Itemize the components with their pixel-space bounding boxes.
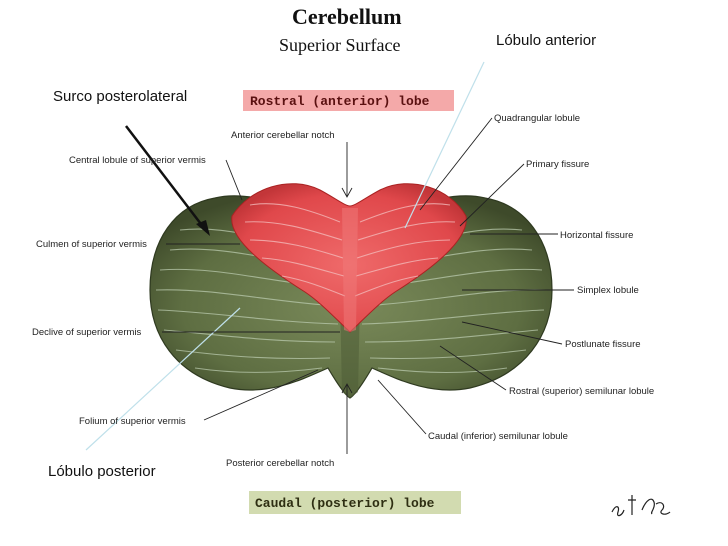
rostral-lobe-box-label: Rostral (anterior) lobe — [250, 94, 430, 109]
label-posterior-notch: Posterior cerebellar notch — [226, 458, 334, 469]
anterior-notch-arrow — [341, 142, 353, 198]
label-rostral-semilunar: Rostral (superior) semilunar lobule — [509, 386, 654, 397]
posterior-notch-arrow — [341, 383, 353, 454]
groove-arrow — [125, 125, 210, 236]
label-primary-fissure: Primary fissure — [526, 159, 589, 170]
label-declive: Declive of superior vermis — [32, 327, 142, 338]
label-lobulo-posterior: Lóbulo posterior — [48, 463, 156, 480]
label-simplex: Simplex lobule — [577, 285, 639, 296]
label-central-lobule: Central lobule of superior vermis — [69, 155, 206, 166]
label-anterior-notch: Anterior cerebellar notch — [231, 130, 335, 141]
label-quadrangular: Quadrangular lobule — [494, 113, 580, 124]
pointer-line-anterior — [404, 61, 485, 229]
label-lobulo-anterior: Lóbulo anterior — [496, 32, 596, 49]
label-horizontal-fissure: Horizontal fissure — [560, 230, 633, 241]
label-surco-posterolateral: Surco posterolateral — [53, 88, 187, 105]
rostral-lobe-box — [243, 90, 454, 111]
caudal-lobe-box-label: Caudal (posterior) lobe — [255, 496, 435, 511]
label-postlunate: Postlunate fissure — [565, 339, 641, 350]
label-caudal-semilunar: Caudal (inferior) semilunar lobule — [428, 431, 568, 442]
diagram-subtitle: Superior Surface — [279, 35, 400, 55]
label-culmen: Culmen of superior vermis — [36, 239, 147, 250]
anterior-lobe-region — [231, 183, 467, 333]
caudal-lobe-box — [249, 491, 461, 514]
diagram-title: Cerebellum — [292, 4, 402, 29]
signature-mark — [611, 495, 671, 517]
label-folium: Folium of superior vermis — [79, 416, 186, 427]
